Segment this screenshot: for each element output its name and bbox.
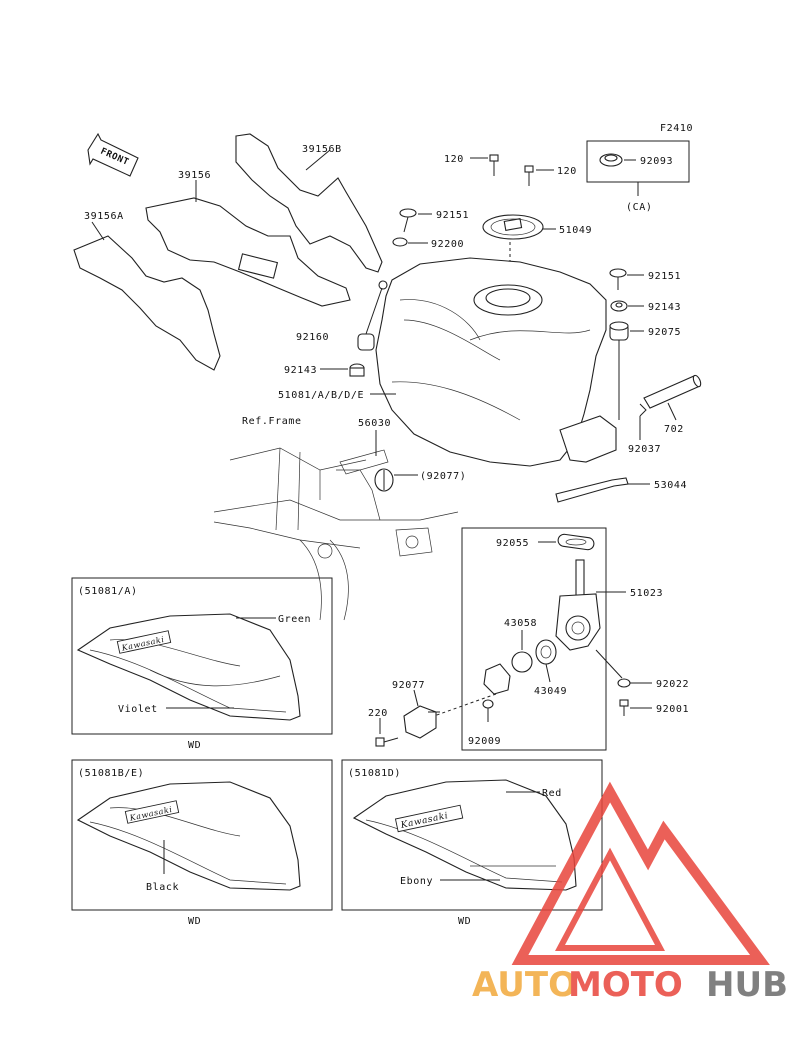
label-92001: 92001 bbox=[656, 704, 689, 715]
variant-d-footer: WD bbox=[458, 916, 471, 927]
pad-39156 bbox=[145, 197, 351, 307]
pad-39156B bbox=[235, 133, 383, 273]
label-39156B: 39156B bbox=[302, 144, 342, 155]
washer-92200 bbox=[392, 237, 408, 247]
filter-43049 bbox=[535, 639, 557, 665]
grommet-92093 bbox=[599, 153, 623, 167]
label-51023: 51023 bbox=[630, 588, 663, 599]
screw-92009 bbox=[482, 699, 494, 722]
label-92077-ref: (92077) bbox=[420, 471, 466, 482]
fuel-cap-51049 bbox=[482, 214, 544, 240]
gasket-92055 bbox=[557, 533, 595, 551]
bolt-120-left bbox=[489, 154, 499, 176]
pad-39156A bbox=[73, 235, 221, 371]
wm-part-moto: MOTO bbox=[568, 965, 683, 1005]
tank-variant-d: Kawasaki bbox=[352, 779, 577, 891]
collar-92143-right bbox=[610, 300, 628, 312]
variant-d-color-ebony: Ebony bbox=[400, 876, 433, 887]
washer-92022 bbox=[617, 678, 631, 688]
label-92037: 92037 bbox=[628, 444, 661, 455]
label-53044: 53044 bbox=[654, 480, 687, 491]
label-92200: 92200 bbox=[431, 239, 464, 250]
bolt-92001 bbox=[619, 699, 629, 716]
fuel-tank-51081 bbox=[375, 257, 617, 467]
variant-a-footer: WD bbox=[188, 740, 201, 751]
label-92055: 92055 bbox=[496, 538, 529, 549]
label-92077: 92077 bbox=[392, 680, 425, 691]
label-92022: 92022 bbox=[656, 679, 689, 690]
box-fuel-cock bbox=[461, 527, 607, 751]
bracket-92077-ref bbox=[374, 468, 394, 492]
variant-be-footer: WD bbox=[188, 916, 201, 927]
label-56030: 56030 bbox=[358, 418, 391, 429]
hose-702 bbox=[643, 374, 702, 409]
screw-220 bbox=[375, 737, 399, 747]
label-92143-left: 92143 bbox=[284, 365, 317, 376]
leader-43049 bbox=[545, 663, 551, 683]
variant-be-title: (51081B/E) bbox=[78, 768, 144, 779]
oring-43058 bbox=[511, 651, 533, 673]
tank-variant-a: Kawasaki bbox=[76, 613, 301, 721]
label-ca: (CA) bbox=[626, 202, 652, 213]
damper-92160 bbox=[357, 333, 375, 351]
label-39156: 39156 bbox=[178, 170, 211, 181]
variant-box-d bbox=[341, 759, 603, 911]
label-120-left: 120 bbox=[444, 154, 464, 165]
wm-part-auto: AUTO bbox=[472, 965, 577, 1005]
label-92093: 92093 bbox=[640, 156, 673, 167]
leader-39156B bbox=[305, 149, 331, 171]
clip-92037 bbox=[639, 403, 647, 417]
label-92143-right: 92143 bbox=[648, 302, 681, 313]
variant-a-color-violet: Violet bbox=[118, 704, 158, 715]
label-ref-frame: Ref.Frame bbox=[242, 416, 302, 427]
label-92160: 92160 bbox=[296, 332, 329, 343]
label-120-right: 120 bbox=[557, 166, 577, 177]
label-43058: 43058 bbox=[504, 618, 537, 629]
damper-92075 bbox=[609, 321, 629, 341]
collar-92143-left bbox=[349, 363, 365, 377]
variant-box-be bbox=[71, 759, 333, 911]
wm-part-hub: HUB bbox=[706, 965, 788, 1005]
label-92151-left: 92151 bbox=[436, 210, 469, 221]
leader-cock-screw bbox=[595, 649, 623, 679]
label-51049: 51049 bbox=[559, 225, 592, 236]
leader-tank-left bbox=[365, 287, 383, 335]
front-arrow-icon: FRONT bbox=[87, 132, 139, 177]
frame-reference bbox=[213, 447, 459, 621]
variant-be-color-black: Black bbox=[146, 882, 179, 893]
label-39156A: 39156A bbox=[84, 211, 124, 222]
variant-a-title: (51081/A) bbox=[78, 586, 138, 597]
leader-702 bbox=[667, 402, 677, 421]
variant-d-title: (51081D) bbox=[348, 768, 401, 779]
tank-variant-be: Kawasaki bbox=[76, 781, 301, 891]
label-220: 220 bbox=[368, 708, 388, 719]
variant-box-a bbox=[71, 577, 333, 735]
automotohub-watermark-logo: AUTO MOTO HUB bbox=[472, 781, 788, 1005]
figure-code: F2410 bbox=[660, 123, 693, 134]
label-51081: 51081/A/B/D/E bbox=[278, 390, 364, 401]
bolt-92151-right bbox=[609, 268, 627, 290]
label-702: 702 bbox=[664, 424, 684, 435]
leader-39156A bbox=[91, 221, 105, 241]
lever-92077 bbox=[403, 663, 511, 739]
label-92075: 92075 bbox=[648, 327, 681, 338]
label-92009: 92009 bbox=[468, 736, 501, 747]
fuel-cock-51023 bbox=[555, 559, 601, 651]
bolt-92151-left bbox=[399, 208, 417, 233]
label-43049: 43049 bbox=[534, 686, 567, 697]
bolt-120-right bbox=[524, 165, 534, 186]
label-92151-right: 92151 bbox=[648, 271, 681, 282]
variant-a-color-green: Green bbox=[278, 614, 311, 625]
variant-d-color-red: Red bbox=[542, 788, 562, 799]
leader-92077 bbox=[413, 689, 419, 707]
stay-53044 bbox=[555, 477, 629, 503]
